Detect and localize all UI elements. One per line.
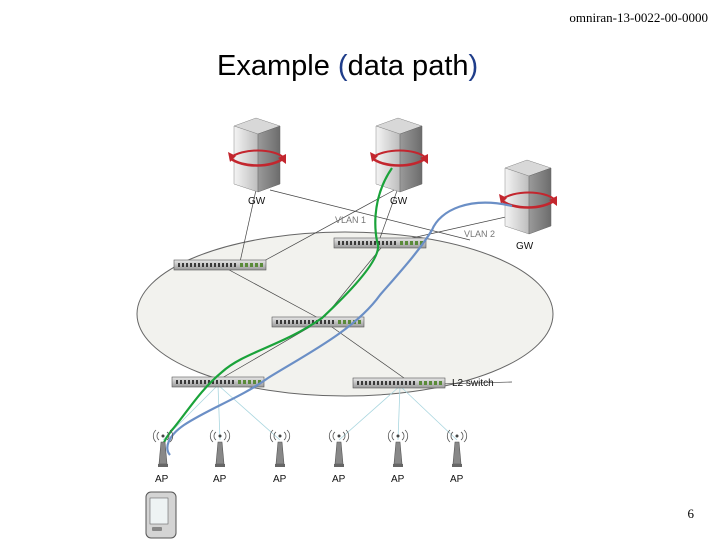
ap-links: [162, 384, 458, 441]
gateway-label-2: GW: [390, 196, 408, 207]
vlan-label-2: VLAN 2: [464, 229, 495, 239]
access-point-2: [209, 429, 231, 468]
l2-switch-bottom-left: [171, 376, 265, 388]
ap-label-2: AP: [213, 474, 227, 485]
access-point-1: [152, 429, 174, 468]
page-number: 6: [687, 506, 695, 521]
ap-label-6: AP: [450, 474, 464, 485]
title-text-1: Example: [217, 50, 338, 82]
vlan-label-1: VLAN 1: [335, 215, 366, 225]
access-point-5: [387, 429, 409, 468]
gateway-label-3: GW: [516, 241, 534, 252]
title-paren-open: (: [337, 50, 348, 82]
mobile-device-icon: [145, 491, 177, 539]
gateway-server-3: [497, 158, 559, 236]
title-text-2: data path: [347, 50, 469, 82]
data-path-blue: [166, 201, 513, 456]
gateway-server-2: [368, 116, 430, 194]
ap-label-1: AP: [155, 474, 169, 485]
access-point-3: [269, 429, 291, 468]
l2-switch-bottom-right: [352, 377, 446, 389]
slide-title: Example (data path): [217, 50, 478, 83]
ap-label-3: AP: [273, 474, 287, 485]
access-point-4: [328, 429, 350, 468]
l2-switch-top: [333, 237, 427, 249]
access-point-6: [446, 429, 468, 468]
l2-domain-cloud: [136, 231, 554, 397]
l2-switch-label: L2 switch: [452, 378, 494, 389]
l2-switch-left: [173, 259, 267, 271]
ap-label-4: AP: [332, 474, 346, 485]
ap-label-5: AP: [391, 474, 405, 485]
gateway-label-1: GW: [248, 196, 266, 207]
data-path-green: [160, 167, 393, 457]
gateway-server-1: [226, 116, 288, 194]
title-paren-close: ): [468, 50, 479, 82]
document-id: omniran-13-0022-00-0000: [569, 10, 708, 25]
